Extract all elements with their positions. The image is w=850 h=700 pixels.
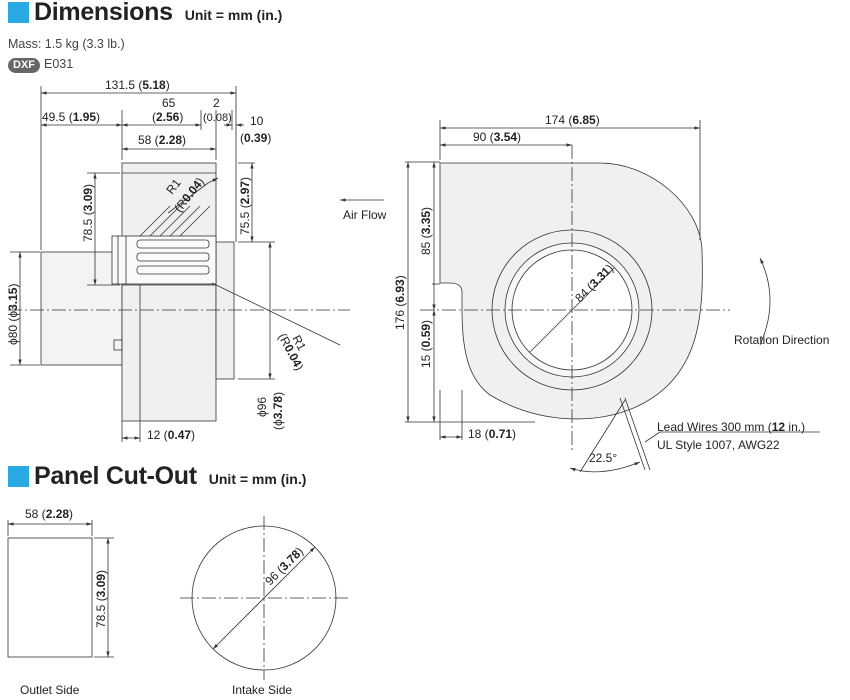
dim-176: 176 (6.93) <box>393 275 407 330</box>
dxf-badge[interactable]: DXF <box>8 58 40 73</box>
r1-bottom: R1 <box>289 333 309 353</box>
panel-dim-58: 58 (2.28) <box>25 507 73 521</box>
dim-58: 58 (2.28) <box>138 133 186 147</box>
rotation-label: Rotation Direction <box>734 333 829 347</box>
inlet-flange <box>215 241 235 380</box>
panel-unit: Unit = mm (in.) <box>208 471 307 487</box>
dim-10-in: (0.39) <box>240 131 271 145</box>
outlet-side-label: Outlet Side <box>20 683 80 697</box>
section-marker-icon <box>8 466 29 487</box>
dim-65-in: (2.56) <box>152 110 183 124</box>
rotation-arrow <box>759 257 771 346</box>
panel-cutout <box>7 516 348 680</box>
dim-phi96: ϕ96 <box>255 397 269 417</box>
dim-18: 18 (0.71) <box>468 427 516 441</box>
angle-22-5: 22.5° <box>589 451 617 465</box>
dim-90: 90 (3.54) <box>473 130 521 144</box>
dim-49-5: 49.5 (1.95) <box>42 110 100 124</box>
outlet-cutout-rect <box>7 537 93 658</box>
dim-2-in: (0.08) <box>203 112 232 124</box>
dim-2: 2 <box>213 96 220 110</box>
lead-wires-spec: UL Style 1007, AWG22 <box>657 438 780 452</box>
panel-title: Panel Cut-Out <box>34 462 197 490</box>
dimensions-title: Dimensions <box>34 0 173 26</box>
section-marker-icon <box>8 2 29 23</box>
dim-phi80: ϕ80 (ϕ3.15) <box>6 284 20 345</box>
dim-phi96-in: (ϕ3.78) <box>271 392 285 430</box>
panel-dim-78-5: 78.5 (3.09) <box>94 570 108 628</box>
impeller-window <box>111 235 217 285</box>
housing-side <box>121 162 217 422</box>
panel-dim-96: 96 (3.78) <box>262 544 306 588</box>
dim-10: 10 <box>250 114 264 128</box>
dim-131-5: 131.5 (5.18) <box>105 78 170 92</box>
dim-12: 12 (0.47) <box>147 428 195 442</box>
lead-wires-label: Lead Wires 300 mm (12 in.) <box>657 420 805 434</box>
motor-body <box>40 251 123 366</box>
front-view <box>405 120 820 473</box>
dim-75-5: 75.5 (2.97) <box>238 177 252 235</box>
dim-85: 85 (3.35) <box>419 207 433 255</box>
dxf-row: DXF E031 <box>8 57 73 73</box>
dim-78-5: 78.5 (3.09) <box>81 184 95 242</box>
mass-text: Mass: 1.5 kg (3.3 lb.) <box>8 37 125 51</box>
dimensions-heading: Dimensions Unit = mm (in.) <box>8 0 282 27</box>
dim-174: 174 (6.85) <box>545 113 600 127</box>
dim-15: 15 (0.59) <box>419 320 433 368</box>
dim-65: 65 <box>162 96 176 110</box>
side-view <box>8 86 350 442</box>
dimensions-unit: Unit = mm (in.) <box>184 7 283 23</box>
dxf-code[interactable]: E031 <box>44 57 74 71</box>
air-flow-label: Air Flow <box>343 208 387 222</box>
panel-heading: Panel Cut-Out Unit = mm (in.) <box>8 462 306 491</box>
intake-side-label: Intake Side <box>232 683 292 697</box>
